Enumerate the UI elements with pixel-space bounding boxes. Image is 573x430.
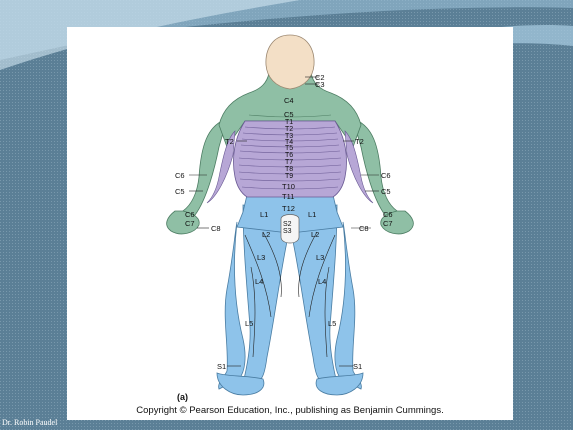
label-t12: T12 [282, 204, 295, 213]
label-c7-left: C7 [185, 219, 195, 228]
label-l2-right: L2 [311, 230, 319, 239]
label-t1: T1 [285, 119, 293, 126]
label-t2: T2 [285, 126, 293, 133]
label-c6-right: C6 [381, 171, 391, 180]
label-l3-left: L3 [257, 253, 265, 262]
label-t9: T9 [285, 173, 293, 180]
label-l4-left: L4 [255, 277, 263, 286]
label-s1-left: S1 [217, 362, 226, 371]
right-arm [353, 119, 407, 225]
dermatome-figure: C2 C3 C4 C5 T1 T2 T3 T4 T5 T6 T7 T8 T9 T… [67, 27, 513, 420]
label-l5-left: L5 [245, 319, 253, 328]
label-l1-right: L1 [308, 210, 316, 219]
label-l3-right: L3 [316, 253, 324, 262]
label-c6-left: C6 [175, 171, 185, 180]
copyright-notice: Copyright © Pearson Education, Inc., pub… [67, 405, 513, 416]
label-c5-left: C5 [175, 187, 185, 196]
label-t6: T6 [285, 152, 293, 159]
author-footer: Dr. Robin Paudel [2, 418, 57, 427]
label-l1-left: L1 [260, 210, 268, 219]
label-c5: C5 [284, 110, 294, 119]
label-c7-right: C7 [383, 219, 393, 228]
label-s3: S3 [283, 228, 292, 235]
label-t8: T8 [285, 166, 293, 173]
label-t7: T7 [285, 159, 293, 166]
label-t2-right: T2 [355, 137, 364, 146]
label-t5: T5 [285, 145, 293, 152]
label-l4-right: L4 [318, 277, 326, 286]
label-t10: T10 [282, 182, 295, 191]
label-l5-right: L5 [328, 319, 336, 328]
label-c6-hand-right: C6 [383, 210, 393, 219]
label-t11: T11 [282, 192, 294, 201]
head [266, 35, 314, 89]
label-c6-hand-left: C6 [185, 210, 195, 219]
label-t2-left: T2 [225, 137, 234, 146]
label-c8-left: C8 [211, 224, 221, 233]
label-c8-right: C8 [359, 224, 369, 233]
label-l2-left: L2 [262, 230, 270, 239]
label-s1-right: S1 [353, 362, 362, 371]
label-c3: C3 [315, 80, 325, 89]
label-c4: C4 [284, 96, 294, 105]
label-s2: S2 [283, 221, 292, 228]
dermatome-map: C2 C3 C4 C5 T1 T2 T3 T4 T5 T6 T7 T8 T9 T… [67, 27, 513, 420]
label-c5-right: C5 [381, 187, 391, 196]
panel-label: (a) [177, 392, 188, 402]
